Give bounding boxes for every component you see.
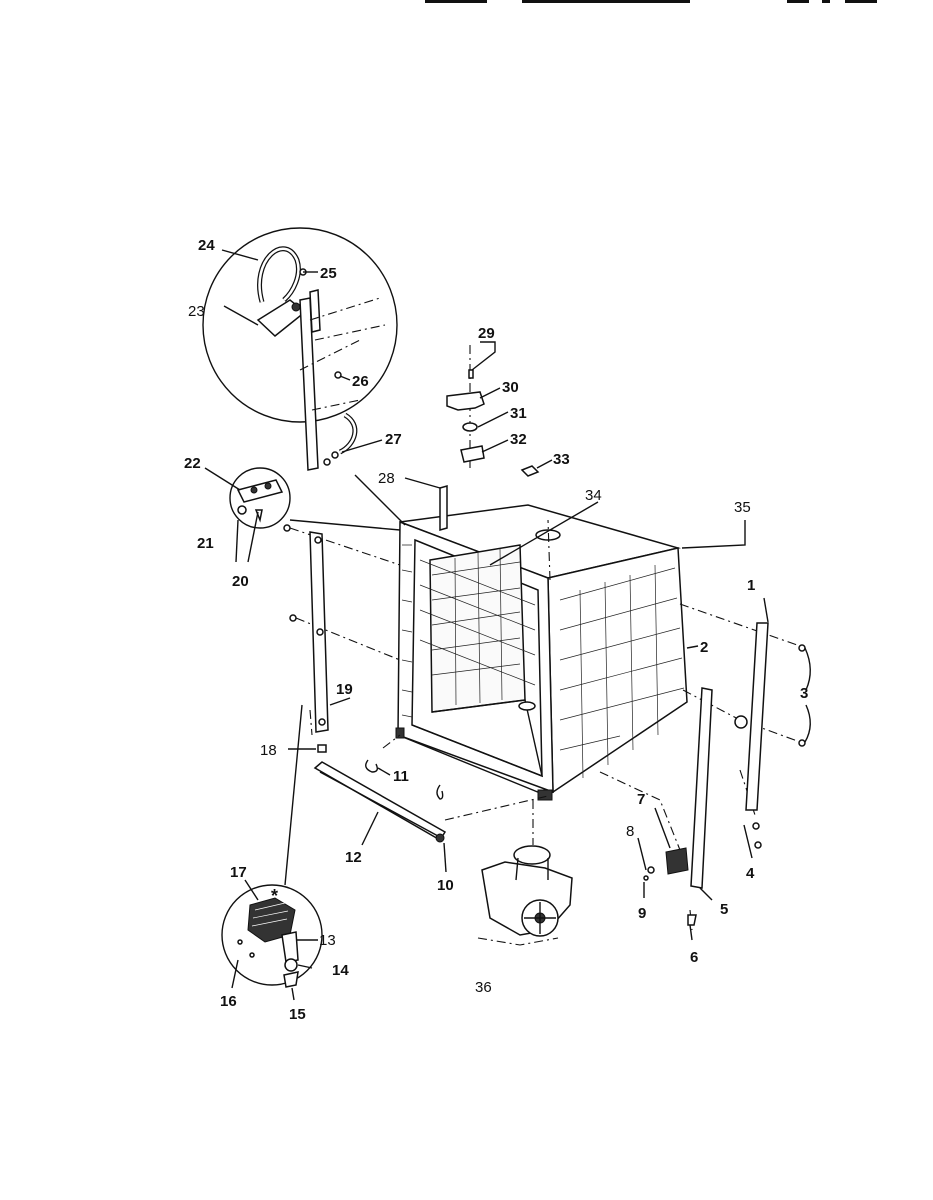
- callout-9: 9: [638, 905, 646, 922]
- callout-13: 13: [319, 932, 336, 949]
- callout-35: 35: [734, 499, 751, 516]
- bottom-rail-12: [313, 761, 447, 843]
- callout-2: 2: [700, 639, 708, 656]
- connector-line: [354, 474, 406, 526]
- callout-24: 24: [198, 237, 215, 254]
- callout-3: 3: [800, 685, 808, 702]
- callout-14: 14: [332, 962, 349, 979]
- part-28: [439, 485, 448, 531]
- callout-23: 23: [188, 303, 205, 320]
- callout-5: 5: [720, 901, 728, 918]
- callout-4: 4: [746, 865, 755, 882]
- callout-labels: 1 2 3 4 5 6 7 8 9 10 11 12 13 14 15 16 1…: [184, 237, 808, 1023]
- callout-34: 34: [585, 487, 602, 504]
- callout-1: 1: [747, 577, 755, 594]
- clips-11: [365, 759, 444, 800]
- right-side-rail: [734, 622, 806, 849]
- callout-17: 17: [230, 864, 247, 881]
- callout-20: 20: [232, 573, 249, 590]
- leader-lines: [204, 249, 811, 1001]
- callout-6: 6: [690, 949, 698, 966]
- callout-22: 22: [184, 455, 201, 472]
- screw-18: [317, 744, 327, 753]
- pump-assembly: [477, 845, 573, 946]
- callout-32: 32: [510, 431, 527, 448]
- callout-36: 36: [475, 979, 492, 996]
- callout-12: 12: [345, 849, 362, 866]
- screw: [283, 524, 291, 532]
- dishwasher-tub: [395, 504, 688, 801]
- detail-circle-upper: [202, 227, 398, 471]
- callout-15: 15: [289, 1006, 306, 1023]
- callout-11: 11: [393, 768, 409, 785]
- connector-line: [289, 519, 401, 531]
- callout-16: 16: [220, 993, 237, 1010]
- connector-line: [284, 704, 303, 886]
- callout-19: 19: [336, 681, 353, 698]
- callout-25: 25: [320, 265, 337, 282]
- detail-circle-hinge: [229, 467, 291, 529]
- callout-21: 21: [197, 535, 214, 552]
- detail-circle-lower: [221, 884, 323, 988]
- callout-33: 33: [553, 451, 570, 468]
- callout-29: 29: [478, 325, 495, 342]
- callout-26: 26: [352, 373, 369, 390]
- front-right-rail: [687, 687, 713, 926]
- header-crop-marks: [425, 0, 877, 3]
- callout-10: 10: [437, 877, 454, 894]
- screw: [289, 614, 297, 622]
- callout-31: 31: [510, 405, 527, 422]
- callout-8: 8: [626, 823, 634, 840]
- hinge-stack: [446, 369, 540, 477]
- bracket-7: [643, 847, 689, 881]
- callout-7: 7: [637, 791, 645, 808]
- callout-18: 18: [260, 742, 277, 759]
- asterisk-note-mark: *: [271, 886, 278, 906]
- callout-28: 28: [378, 470, 395, 487]
- callout-30: 30: [502, 379, 519, 396]
- left-side-rail: [309, 531, 329, 733]
- callout-27: 27: [385, 431, 402, 448]
